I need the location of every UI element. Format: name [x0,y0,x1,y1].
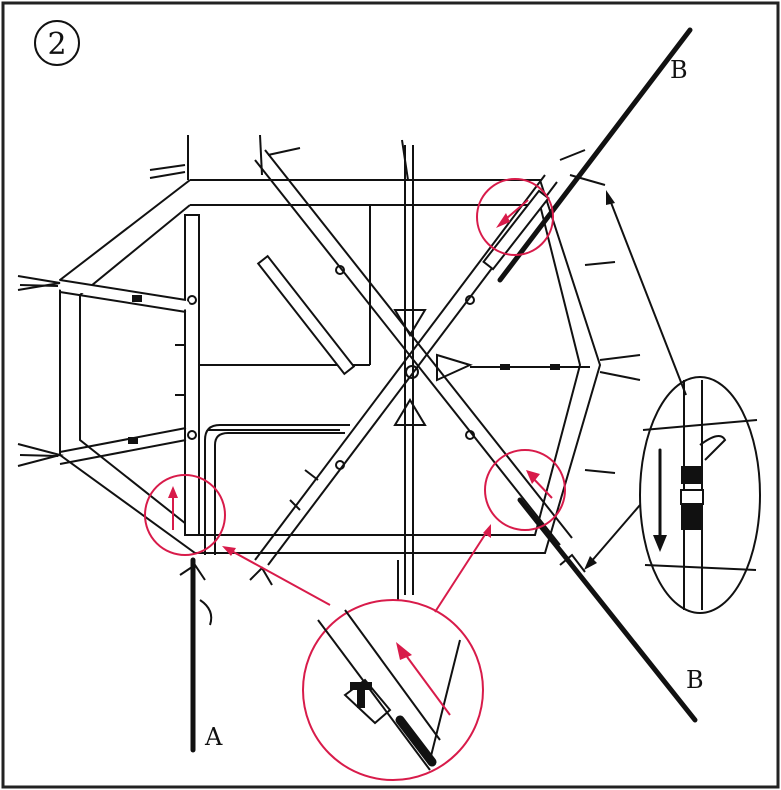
zoom-detail-buckle [302,599,484,781]
step-number: 2 [47,27,66,62]
pole-b-top-label: B [670,56,688,84]
crossing-poles [254,149,573,566]
left-frame-tubes [175,214,350,555]
step-number-badge: 2 [34,20,80,66]
pole-b-top: B [497,27,693,283]
center-ridge [393,145,641,595]
highlight-top-right [476,178,554,256]
highlight-bottom-right [484,449,566,531]
pole-a: A [190,557,223,753]
pink-leader-lines [222,524,491,613]
left-stakes [17,275,64,467]
left-wing-struts [55,279,190,465]
pole-a-label: A [204,723,223,751]
pole-b-bottom-label: B [686,666,704,694]
right-stakes [397,139,616,600]
zoom-detail-clip [639,376,761,614]
top-pegs [149,134,606,186]
pole-b-bottom: B [517,497,704,723]
highlight-bottom-left [144,474,226,556]
black-leader-lines [584,190,687,570]
